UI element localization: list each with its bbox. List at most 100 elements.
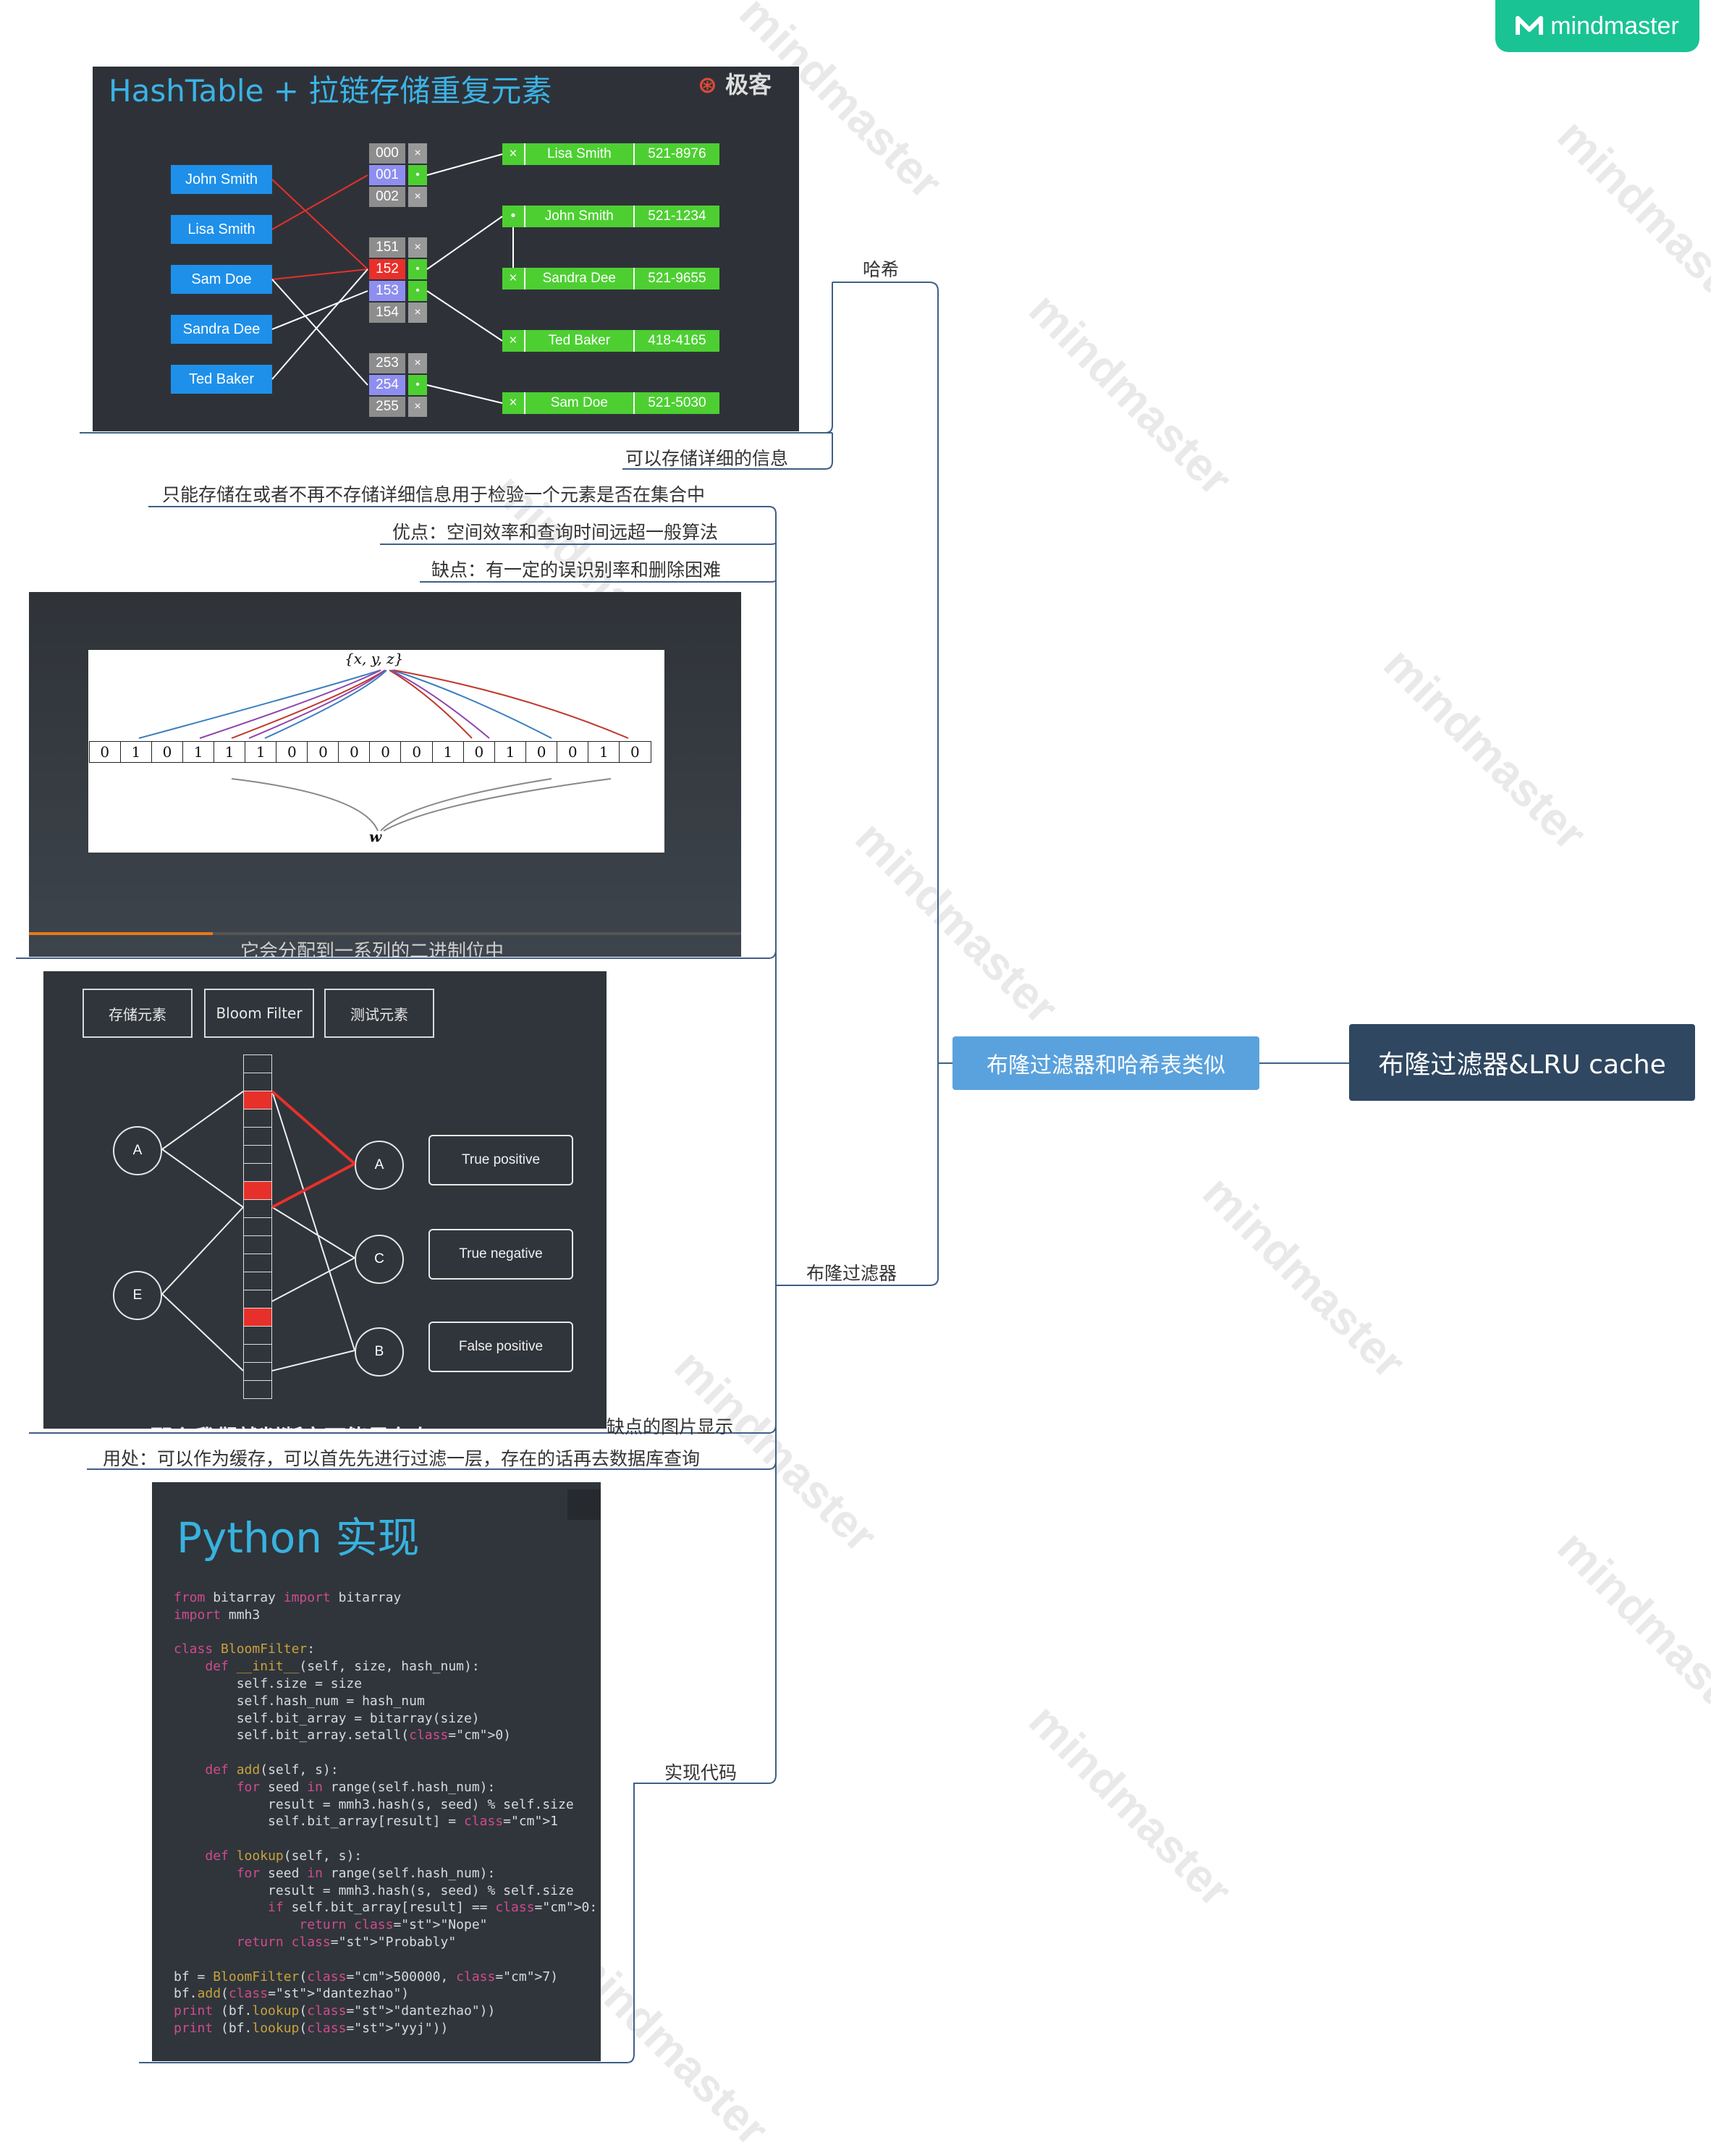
bit-cell: 1 — [119, 741, 153, 763]
bit-cell: 0 — [400, 741, 434, 763]
bloom-lines — [161, 1090, 356, 1371]
bit-cell: 0 — [151, 741, 184, 763]
empty-mark: × — [408, 397, 427, 417]
bloom-item-label[interactable]: 缺点的图片显示 — [607, 1416, 734, 1437]
chain-null-mark: × — [509, 333, 517, 348]
stored-node: A — [113, 1126, 162, 1175]
key-box: John Smith — [171, 165, 272, 194]
bloom-item-label[interactable]: 实现代码 — [664, 1762, 738, 1783]
mindmaster-logo[interactable]: mindmaster — [1495, 0, 1699, 52]
tag-test-element: 测试元素 — [324, 989, 434, 1038]
bucket-slot: 152 — [369, 259, 405, 279]
branch-bloom-label[interactable]: 布隆过滤器 — [806, 1263, 897, 1284]
empty-mark: × — [408, 237, 427, 258]
bit-cell: 0 — [619, 741, 651, 763]
bloom-item-label[interactable]: 只能存储在或者不再不存储详细信息用于检验一个元素是否在集合中 — [162, 484, 706, 505]
hash-arrows — [271, 153, 514, 404]
bit-cell: 0 — [276, 741, 308, 763]
hashtable-image: HashTable + 拉链存储重复元素 ⊛ 极客 John Smith Lis… — [93, 67, 799, 431]
entry-name: John Smith — [523, 206, 633, 227]
key-box: Ted Baker — [171, 365, 272, 394]
bit-cell: 0 — [338, 741, 371, 763]
entry-phone: 521-9655 — [633, 268, 719, 289]
entry-name: Sam Doe — [523, 392, 633, 414]
tag-store-element: 存储元素 — [83, 989, 193, 1038]
logo-text: mindmaster — [1550, 12, 1679, 40]
main-topic-node[interactable]: 布隆过滤器和哈希表类似 — [952, 1036, 1259, 1090]
entry-phone: 521-5030 — [633, 392, 719, 414]
bit-arrows — [138, 669, 629, 832]
code-line: print (bf.lookup(class="st">"dantezhao")… — [174, 2003, 496, 2019]
chain-null-mark: × — [509, 146, 517, 161]
empty-mark: × — [408, 187, 427, 207]
bucket-slot: 000 — [369, 143, 405, 164]
bit-cell: 1 — [244, 741, 277, 763]
code-line — [174, 1830, 597, 1848]
branch-hash-label[interactable]: 哈希 — [863, 259, 900, 280]
entry-name: Sandra Dee — [523, 268, 633, 289]
mindmap-connectors — [16, 282, 1349, 2063]
code-line — [174, 1624, 597, 1641]
bloom-item-label[interactable]: 优点：空间效率和查询时间远超一般算法 — [392, 522, 719, 543]
key-box: Sandra Dee — [171, 315, 272, 344]
code-line — [174, 1744, 597, 1762]
code-line: self.bit_array = bitarray(size) — [174, 1710, 480, 1726]
result-true-positive: True positive — [428, 1135, 573, 1185]
code-line: bf = BloomFilter(class="cm">500000, clas… — [174, 1969, 559, 1984]
video-progress-track[interactable] — [29, 932, 741, 935]
bit-cell: 0 — [556, 741, 589, 763]
set-label: {x, y, z} — [345, 650, 404, 667]
bucket-slot: 153 — [369, 281, 405, 301]
chain-null-mark: × — [509, 271, 517, 286]
bit-cell: 1 — [182, 741, 215, 763]
bucket-slot: 001 — [369, 165, 405, 185]
bucket-slot: 253 — [369, 353, 405, 373]
main-topic-label: 布隆过滤器和哈希表类似 — [987, 1053, 1225, 1078]
bucket-slot: 154 — [369, 303, 405, 323]
bit-cell: 1 — [494, 741, 527, 763]
code-line: def __init__(self, size, hash_num): — [205, 1659, 480, 1675]
code-line: class BloomFilter: — [174, 1641, 316, 1657]
brand-text: 极客 — [724, 71, 772, 98]
bucket-slot: 254 — [369, 375, 405, 395]
bloom-bit-set — [243, 1091, 272, 1109]
entry-phone: 418-4165 — [633, 330, 719, 352]
hashtable-title: HashTable + 拉链存储重复元素 — [109, 73, 552, 109]
code-line: from bitarray import bitarray — [174, 1590, 402, 1605]
entry-phone: 521-8976 — [633, 143, 719, 165]
test-node: B — [355, 1327, 404, 1377]
brand-icon: ⊛ — [698, 71, 717, 98]
bit-cell: 0 — [369, 741, 402, 763]
code-line — [174, 1951, 597, 1969]
bit-cell: 0 — [462, 741, 496, 763]
hash-note-label[interactable]: 可以存储详细的信息 — [625, 448, 789, 469]
result-false-positive: False positive — [428, 1322, 573, 1372]
bloom-item-label[interactable]: 用处：可以作为缓存，可以首先先进行过滤一层，存在的话再去数据库查询 — [103, 1448, 701, 1469]
code-line: if self.bit_array[result] == class="cm">… — [268, 1900, 598, 1916]
corner-tab — [567, 1489, 601, 1520]
chain-next-mark: • — [510, 208, 516, 224]
bloom-item-label[interactable]: 缺点：有一定的误识别率和删除困难 — [431, 559, 722, 580]
code-line: result = mmh3.hash(s, seed) % self.size — [174, 1796, 574, 1812]
code-line: for seed in range(self.hash_num): — [236, 1865, 496, 1881]
code-line: self.bit_array.setall(class="cm">0) — [174, 1728, 511, 1743]
bloom-bit-set — [243, 1308, 272, 1327]
bucket-slot: 255 — [369, 397, 405, 417]
root-node[interactable]: 布隆过滤器&LRU cache — [1349, 1024, 1695, 1101]
root-label: 布隆过滤器&LRU cache — [1378, 1050, 1666, 1080]
entry-phone: 521-1234 — [633, 206, 719, 227]
pointer-mark: • — [408, 375, 427, 395]
code-line: def add(self, s): — [205, 1762, 339, 1777]
w-label: w — [369, 828, 382, 845]
empty-mark: × — [408, 353, 427, 373]
bloom-bit-column — [243, 1054, 272, 1399]
